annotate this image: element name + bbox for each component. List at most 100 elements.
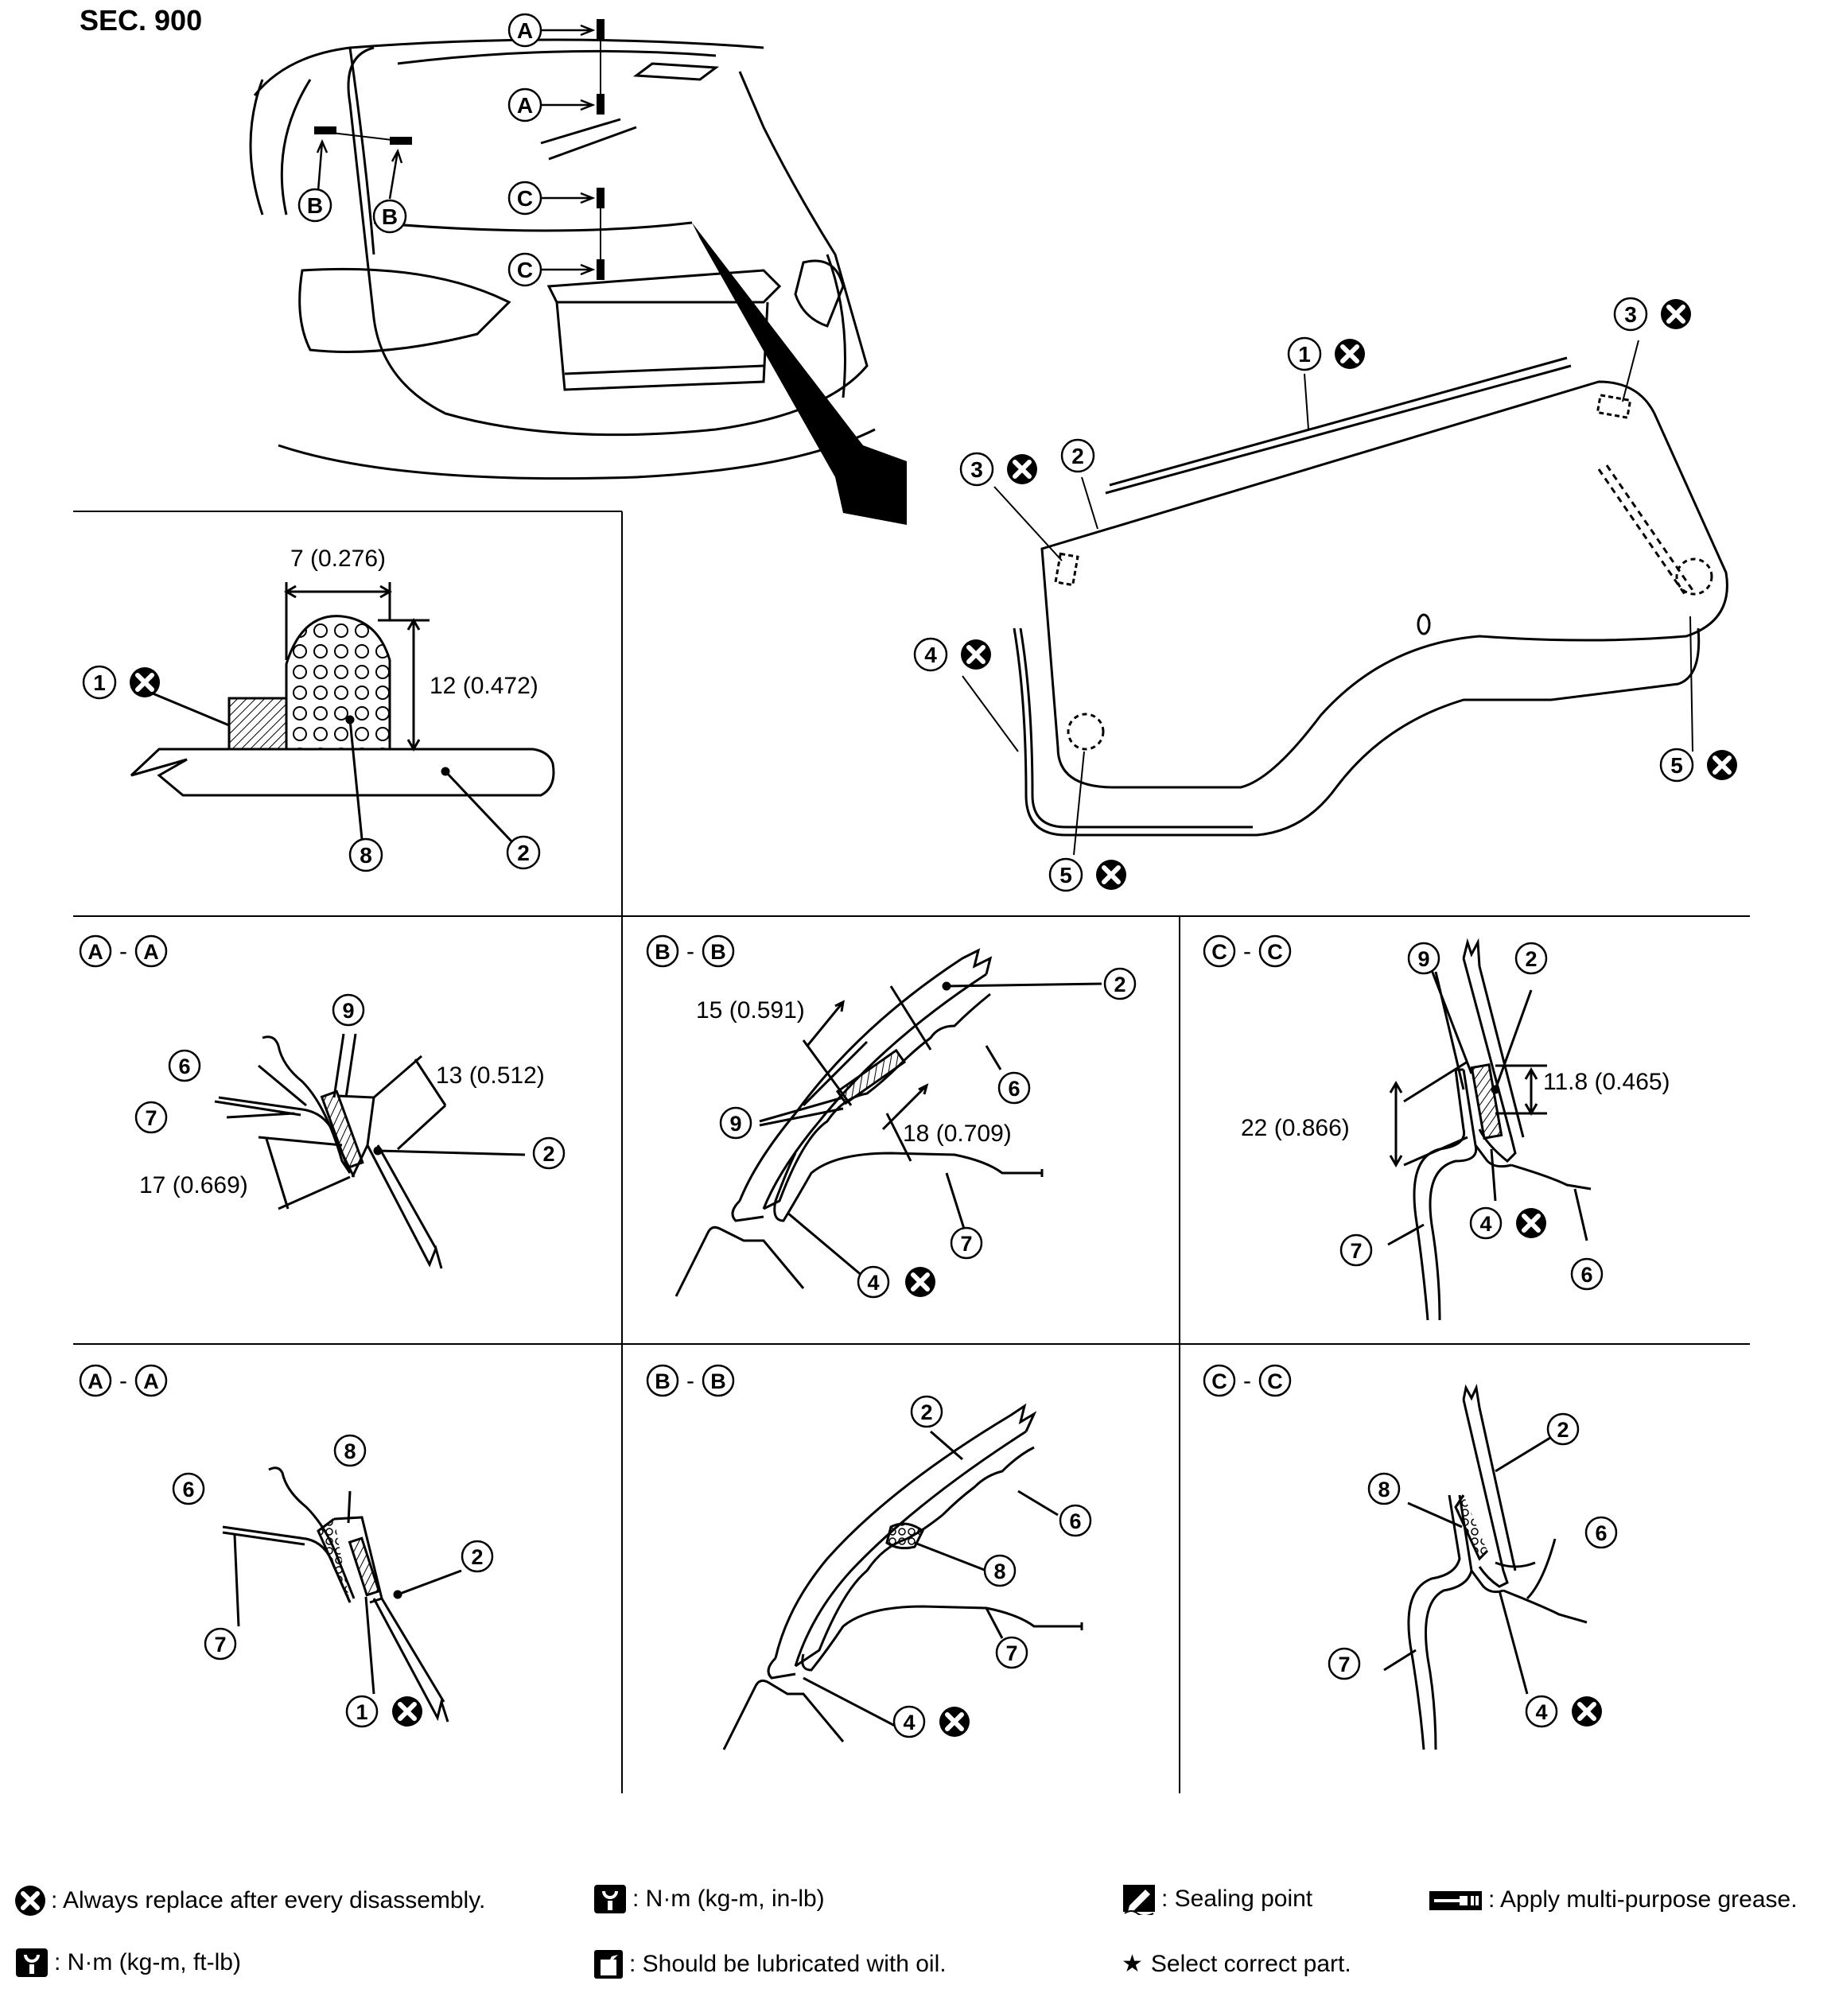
dim-detail-height: 12 (0.472) <box>430 673 538 699</box>
section-aa-upper: A - A 13 (0.512) 17 (0.669) <box>79 934 566 1269</box>
svg-text:8: 8 <box>993 1560 1005 1583</box>
torque-wrench-icon <box>16 1948 48 1977</box>
glass-callout-1: 1 <box>1287 336 1365 371</box>
svg-text:7: 7 <box>1005 1641 1017 1665</box>
svg-text:A: A <box>517 93 533 118</box>
svg-text:4: 4 <box>924 643 937 667</box>
dim-detail-width: 7 (0.276) <box>290 546 386 572</box>
legend-torque-in-lb-text: : N·m (kg-m, in-lb) <box>632 1886 825 1912</box>
detail-arrow <box>692 223 907 525</box>
glass-callout-2: 2 <box>1060 438 1095 473</box>
svg-text:4: 4 <box>867 1271 879 1295</box>
svg-text:7: 7 <box>214 1633 226 1657</box>
vehicle-rear-view <box>249 38 876 480</box>
svg-text:B: B <box>655 1369 671 1393</box>
legend-torque-ft-lb-text: : N·m (kg-m, ft-lb) <box>54 1949 241 1975</box>
svg-text:6: 6 <box>1580 1263 1592 1287</box>
section-cc-upper: C - C 11.8 (0.4 <box>1203 934 1670 1321</box>
svg-text:13 (0.512): 13 (0.512) <box>436 1062 545 1089</box>
svg-text:B: B <box>655 940 671 964</box>
svg-text:7: 7 <box>1338 1653 1350 1676</box>
section-markers-vertical <box>541 19 605 280</box>
svg-text:C: C <box>1267 940 1283 964</box>
legend-select-part: ★ Select correct part. <box>1122 1950 1351 1978</box>
svg-text:6: 6 <box>1008 1077 1020 1101</box>
svg-text:B: B <box>710 940 726 964</box>
svg-text:-: - <box>686 1368 694 1394</box>
svg-text:7: 7 <box>960 1232 972 1256</box>
svg-text:2: 2 <box>1071 444 1084 468</box>
legend-torque-ft-lb: : N·m (kg-m, ft-lb) <box>14 1947 241 1979</box>
svg-text:2: 2 <box>1557 1418 1569 1442</box>
legend-sealing-point: : Sealing point <box>1122 1883 1312 1915</box>
svg-text:8: 8 <box>360 843 372 868</box>
svg-text:2: 2 <box>517 841 530 865</box>
legend-select-part-text: Select correct part. <box>1150 1950 1351 1977</box>
section-bb-upper: B - B 15 (0.591 <box>646 934 1137 1299</box>
oil-can-icon <box>594 1950 623 1979</box>
svg-text:6: 6 <box>182 1478 194 1501</box>
svg-text:3: 3 <box>970 457 983 482</box>
section-title-bb-upper: B - B <box>646 934 735 968</box>
svg-text:A: A <box>517 18 533 43</box>
legend-grease: : Apply multi-purpose grease. <box>1428 1886 1798 1913</box>
svg-text:7: 7 <box>1350 1239 1362 1263</box>
svg-text:-: - <box>1243 1368 1251 1394</box>
svg-text:2: 2 <box>542 1142 554 1166</box>
glass-callout-5-left: 5 <box>1048 857 1126 892</box>
section-title-bb-lower: B - B <box>646 1364 735 1397</box>
section-title-cc-upper: C - C <box>1203 934 1292 968</box>
torque-wrench-icon <box>594 1885 626 1913</box>
svg-text:1: 1 <box>356 1700 367 1724</box>
svg-text:4: 4 <box>1535 1700 1547 1724</box>
svg-text:18 (0.709): 18 (0.709) <box>903 1121 1012 1147</box>
svg-text:5: 5 <box>1670 753 1683 778</box>
sealing-point-icon <box>1123 1885 1155 1915</box>
section-grid <box>73 511 1750 1793</box>
svg-text:3: 3 <box>1624 302 1637 327</box>
detail-callout-1: 1 <box>82 665 160 700</box>
svg-text:9: 9 <box>729 1112 741 1136</box>
glass-callout-leaders <box>962 340 1693 856</box>
glass-callout-4: 4 <box>913 637 991 672</box>
callout-a-second: A <box>507 87 542 122</box>
glass-callout-5-right: 5 <box>1659 748 1737 783</box>
svg-text:B: B <box>307 193 323 218</box>
detail-callout-8: 8 <box>348 837 383 872</box>
svg-text:2: 2 <box>471 1545 483 1569</box>
svg-text:15 (0.591): 15 (0.591) <box>696 997 805 1024</box>
svg-text:8: 8 <box>1378 1478 1390 1501</box>
svg-text:C: C <box>517 186 533 211</box>
svg-text:2: 2 <box>1525 947 1537 971</box>
legend-torque-in-lb: : N·m (kg-m, in-lb) <box>593 1883 825 1915</box>
svg-text:7: 7 <box>145 1106 157 1130</box>
callout-c-second: C <box>507 252 542 287</box>
svg-text:B: B <box>710 1369 726 1393</box>
back-door-glass <box>1013 356 1728 837</box>
section-aa-lower: A - A 8 6 2 7 <box>79 1364 494 1728</box>
svg-text:B: B <box>382 204 398 229</box>
svg-text:4: 4 <box>1479 1212 1491 1236</box>
svg-text:6: 6 <box>1069 1509 1081 1533</box>
star-icon: ★ <box>1122 1951 1143 1977</box>
svg-text:2: 2 <box>1114 973 1125 996</box>
legend-lubricate-oil-text: : Should be lubricated with oil. <box>629 1951 947 1977</box>
svg-text:4: 4 <box>903 1711 915 1734</box>
section-label: SEC. 900 <box>80 4 202 37</box>
svg-text:1: 1 <box>93 670 106 695</box>
svg-text:-: - <box>686 938 694 965</box>
svg-text:A: A <box>87 1369 103 1393</box>
svg-text:A: A <box>143 940 159 964</box>
svg-text:C: C <box>1267 1369 1283 1393</box>
callout-c-top: C <box>507 181 542 216</box>
svg-text:-: - <box>119 1368 127 1394</box>
always-replace-icon <box>15 1886 45 1916</box>
section-title-cc-lower: C - C <box>1203 1364 1292 1397</box>
callout-b-left: B <box>297 188 332 223</box>
legend-lubricate-oil: : Should be lubricated with oil. <box>593 1948 947 1980</box>
svg-text:C: C <box>1211 940 1227 964</box>
section-title-aa-lower: A - A <box>79 1364 168 1397</box>
svg-text:6: 6 <box>178 1055 190 1078</box>
section-bb-lower: B - B 2 6 8 <box>646 1364 1092 1750</box>
